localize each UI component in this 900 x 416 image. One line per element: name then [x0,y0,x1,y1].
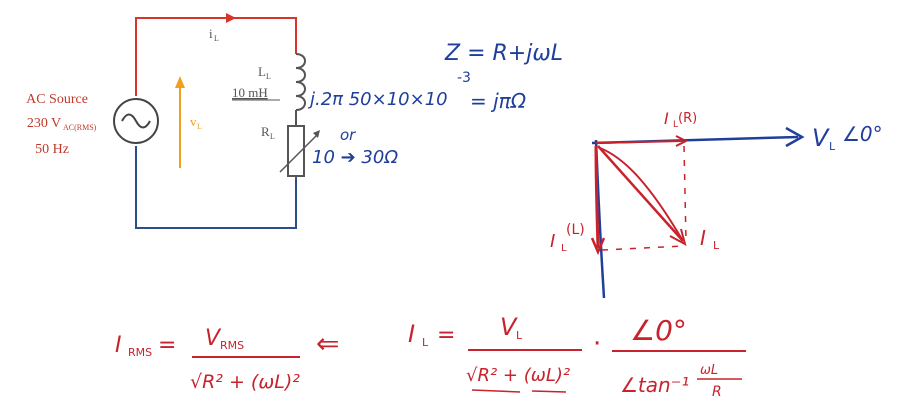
ir-label-sub: L [673,120,678,130]
il-inductive-label-sub: L [561,243,567,254]
reactance-calc: j.2π 50×10×10 [307,89,448,110]
il-numerator-sub: L [516,329,523,342]
impedance-formula: Z = R+jωL [444,41,563,66]
multiply-dot: · [593,329,601,359]
irms-denominator: √R² + (ωL)² [190,371,300,393]
ir-arrowhead-icon [675,135,689,147]
equations: I RMS = V RMS √R² + (ωL)² ⇐ I L = V L √R… [115,313,746,400]
inductor-coil-icon [295,53,306,111]
source-label: AC Source [26,92,88,107]
irms-equals: = [158,333,176,358]
resistor-or: or [340,126,356,144]
resistor-label: R [261,124,270,139]
construction-line-horizontal [601,245,685,251]
voltage-arrow-icon [175,76,185,88]
current-label-sub: L [214,34,219,43]
inductor-label: L [258,64,266,79]
irms-numerator-sub: RMS [220,339,244,352]
irms-lhs-sub: RMS [128,346,152,359]
vl-label: V [812,124,830,152]
resistor-range: 10 ➔ 30Ω [312,147,398,168]
construction-line-vertical [683,145,687,241]
vl-arrowhead-icon [785,126,805,148]
vl-angle: ∠0° [842,122,883,146]
il-resultant-phasor [597,145,684,242]
il-inductive-arrowhead-icon [590,237,606,256]
il-lhs: I [408,320,415,348]
phasor-diagram: V L ∠0° I L (R) I L (L) I L [550,109,883,299]
bottom-wire [135,146,297,229]
il-inductive-label-paren: (L) [566,222,585,238]
voltage-label-sub: L [197,122,202,131]
inductor-label-sub: L [266,72,271,81]
current-label: i [209,26,213,41]
vl-label-sub: L [829,140,836,153]
voltage-label: v [190,114,197,129]
il-inductive-label: I [550,231,555,252]
handwritten-notes: Z = R+jωL j.2π 50×10×10 -3 = jπΩ or 10 ➔… [307,41,563,168]
variable-arrow-line [279,133,319,173]
reactance-exponent: -3 [457,70,471,86]
reactance-result: = jπΩ [470,89,527,113]
angle-inner-denominator: R [712,384,722,400]
top-wire [135,17,297,96]
il-inductive-phasor [594,145,600,249]
variable-arrow-icon [313,130,320,138]
angle-inner-numerator: ωL [700,363,718,378]
il-total-label: I [700,226,706,250]
ir-label: I [664,109,669,128]
source-voltage: 230 V [27,116,61,131]
il-equals: = [437,323,455,348]
il-numerator: V [500,313,518,341]
angle-denominator: ∠tan⁻¹ [620,373,689,397]
ir-phasor-line [595,140,683,144]
inductor-value: 10 mH [232,85,268,100]
il-total-label-sub: L [713,239,720,252]
implies-arrow: ⇐ [316,327,339,360]
angle-numerator: ∠0° [630,314,687,347]
irms-lhs: I [115,333,122,358]
sine-wave-icon [121,113,151,129]
resistor-label-sub: L [270,132,275,141]
source-frequency: 50 Hz [35,142,69,157]
irms-numerator: V [205,326,222,351]
source-voltage-subscript: AC(RMS) [63,123,97,132]
current-arrow-icon [226,13,236,23]
il-denominator: √R² + (ωL)² [466,365,570,386]
il-denominator-underline [471,389,567,393]
circuit-schematic: AC Source 230 V AC(RMS) 50 Hz i L v L L … [26,13,320,229]
il-lhs-sub: L [422,336,429,349]
il-resultant-edge [599,147,684,242]
ir-label-paren: (R) [678,111,697,126]
il-resultant-arrowhead-icon [669,228,687,246]
